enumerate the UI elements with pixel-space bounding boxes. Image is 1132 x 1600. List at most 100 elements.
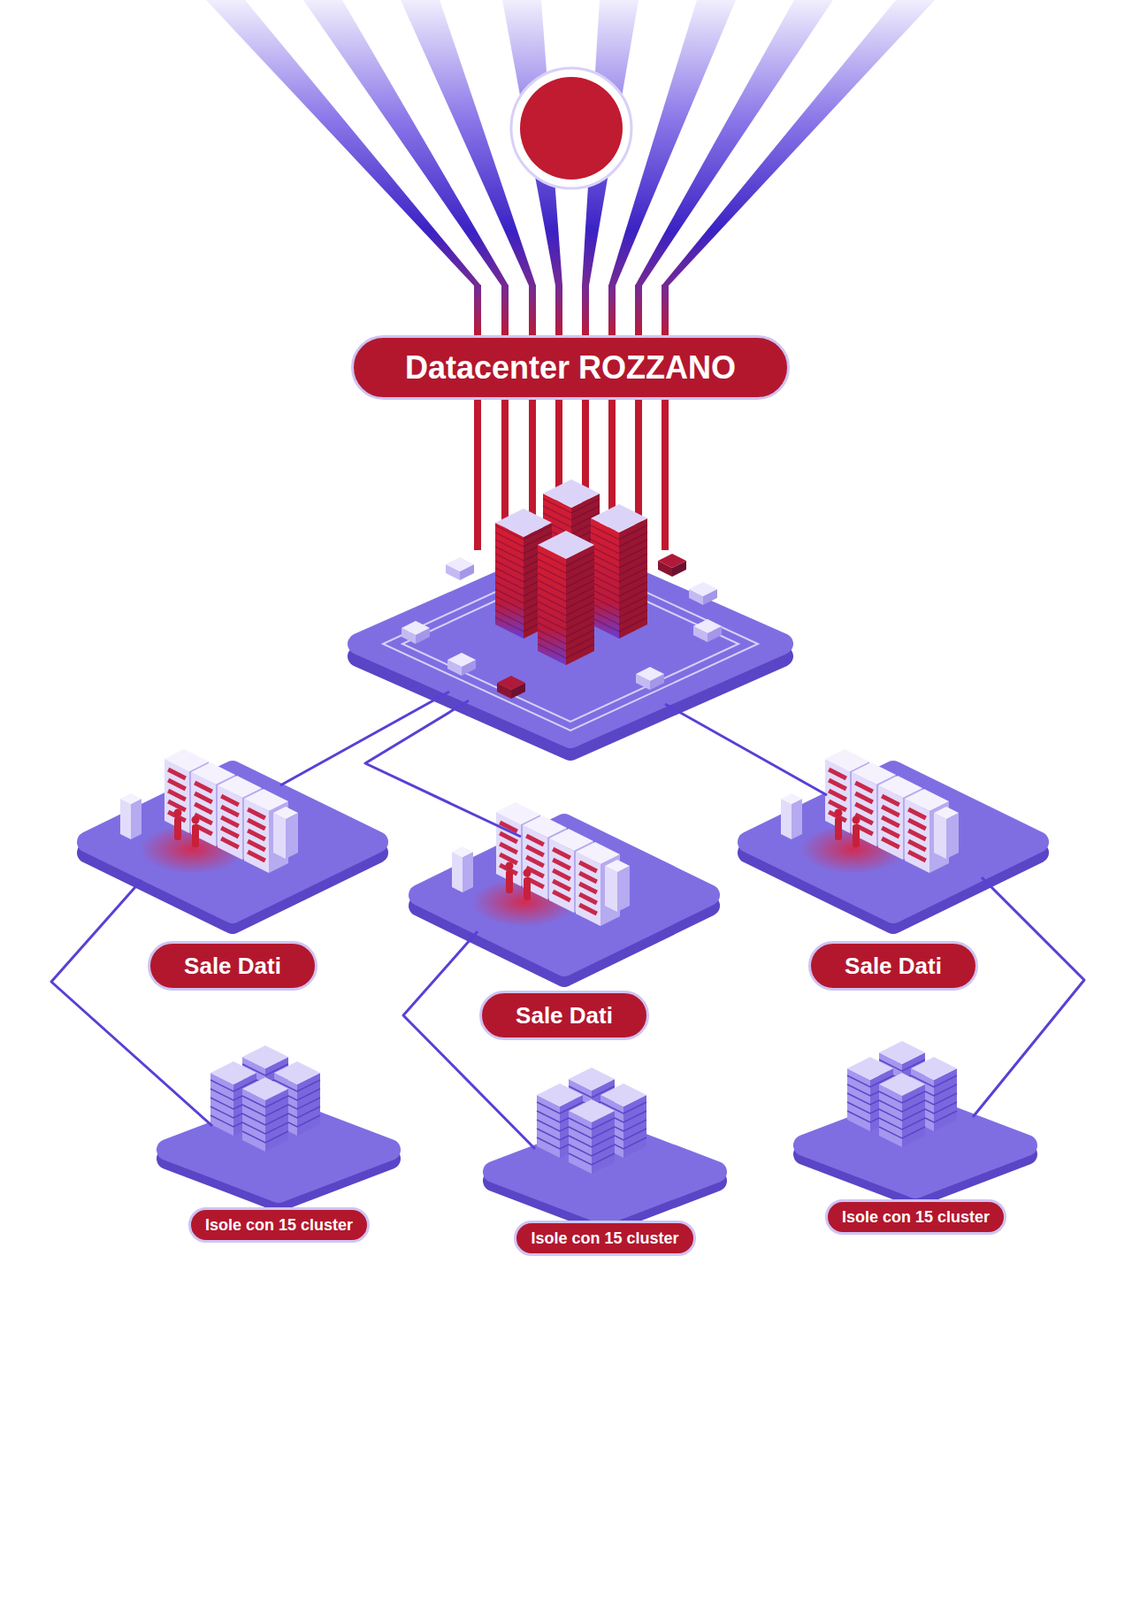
box-top-face bbox=[575, 841, 620, 865]
small-cabinet bbox=[780, 793, 803, 840]
box-left-face bbox=[549, 838, 574, 913]
box-right-face bbox=[285, 812, 299, 859]
box-right-face bbox=[619, 518, 648, 639]
circuit-chip bbox=[447, 652, 476, 676]
rack-panel bbox=[579, 894, 597, 903]
person-head bbox=[523, 869, 532, 878]
small-cabinet bbox=[120, 793, 142, 840]
person-head bbox=[505, 862, 514, 871]
box-top-face bbox=[693, 619, 722, 634]
rack-panel bbox=[221, 817, 239, 827]
rack-panel bbox=[855, 803, 873, 813]
rack-panel bbox=[526, 846, 544, 856]
server-rack bbox=[575, 841, 620, 926]
circuit-chip bbox=[635, 666, 665, 690]
box-top-face bbox=[933, 806, 959, 819]
box-stripe bbox=[242, 1122, 289, 1134]
rack-panel bbox=[221, 806, 239, 816]
box-top-face bbox=[657, 553, 687, 568]
box-stripe bbox=[242, 1131, 289, 1143]
globe-land bbox=[518, 84, 623, 168]
box-left-face bbox=[590, 518, 620, 639]
label-pill: Datacenter ROZZANO bbox=[351, 335, 790, 400]
rack-panel bbox=[221, 795, 239, 805]
small-cabinet bbox=[273, 806, 299, 859]
box-stripe bbox=[568, 1144, 615, 1156]
person-body bbox=[174, 817, 182, 841]
rack-panel bbox=[828, 780, 847, 789]
diagram-node: Sale Dati bbox=[736, 749, 1050, 994]
label-pill: Isole con 15 cluster bbox=[513, 1220, 696, 1256]
rack-panel bbox=[168, 790, 186, 800]
rack-panel bbox=[881, 838, 900, 848]
connector-line bbox=[365, 700, 521, 837]
person-body bbox=[505, 870, 513, 894]
box-top-face bbox=[497, 675, 526, 690]
box-stripe bbox=[879, 1126, 926, 1139]
box-stripe bbox=[568, 1117, 615, 1130]
circuit-chip bbox=[657, 553, 687, 577]
rack-panel bbox=[247, 830, 266, 840]
box-stripe bbox=[568, 1135, 615, 1148]
circuit-chip bbox=[693, 619, 722, 643]
connector-line bbox=[972, 877, 1085, 1117]
circuit-chip bbox=[445, 557, 475, 581]
label-row: Datacenter ROZZANO bbox=[344, 335, 796, 400]
box-top-face bbox=[274, 1061, 321, 1085]
box-stripe bbox=[590, 525, 648, 540]
rack-panel bbox=[499, 843, 518, 853]
person-body bbox=[852, 824, 860, 848]
rack-panel bbox=[828, 769, 847, 779]
rack-panel bbox=[579, 862, 597, 872]
rack-panel bbox=[247, 809, 266, 819]
box-top-face bbox=[568, 1099, 615, 1123]
cable-line bbox=[661, 284, 669, 551]
continent-shape bbox=[596, 149, 611, 164]
rack-panel bbox=[526, 835, 544, 845]
globe-ring bbox=[511, 68, 632, 189]
server-stack bbox=[568, 1099, 615, 1174]
cable-line bbox=[474, 284, 482, 551]
rack-panel bbox=[908, 819, 926, 829]
ray-beam bbox=[634, 0, 834, 286]
rack-panel bbox=[855, 793, 873, 803]
rack-panel bbox=[221, 838, 239, 848]
rack-panel bbox=[552, 849, 571, 858]
diagram-node: Isole con 15 cluster bbox=[156, 1043, 402, 1246]
diagram-node: Datacenter ROZZANO bbox=[344, 335, 796, 769]
box-top-face bbox=[537, 530, 595, 559]
box-stripe bbox=[242, 1113, 289, 1125]
person-head bbox=[191, 816, 200, 825]
datacenter-illustration bbox=[358, 479, 783, 750]
cluster-island-illustration bbox=[493, 1067, 717, 1224]
platform-top bbox=[419, 824, 710, 966]
box-left-face bbox=[780, 798, 792, 840]
ray-beam bbox=[661, 0, 935, 286]
box-stripe bbox=[242, 1095, 289, 1108]
rack-panel bbox=[194, 803, 213, 813]
box-top-face bbox=[879, 1072, 926, 1096]
box-right-face bbox=[130, 798, 142, 840]
data-room-illustration bbox=[419, 802, 710, 977]
box-right-face bbox=[566, 544, 595, 666]
box-top-face bbox=[536, 1083, 583, 1107]
box-left-face bbox=[522, 825, 548, 900]
rack-panel bbox=[526, 856, 544, 866]
box-right-face bbox=[617, 865, 630, 912]
box-stripe bbox=[568, 1153, 615, 1165]
box-right-face bbox=[946, 812, 959, 859]
box-top-face bbox=[210, 1061, 257, 1085]
rack-panel bbox=[881, 806, 900, 816]
rack-panel bbox=[247, 851, 266, 861]
box-top-face bbox=[904, 788, 949, 811]
datacenter-tower bbox=[537, 530, 595, 666]
rack-panel bbox=[908, 841, 926, 850]
box-left-face bbox=[904, 798, 930, 873]
label-row: Sale Dati bbox=[76, 940, 389, 991]
rack-panel bbox=[552, 880, 571, 890]
label-pill: Isole con 15 cluster bbox=[188, 1207, 370, 1243]
rack-panel bbox=[221, 827, 239, 837]
person-head bbox=[834, 809, 843, 818]
